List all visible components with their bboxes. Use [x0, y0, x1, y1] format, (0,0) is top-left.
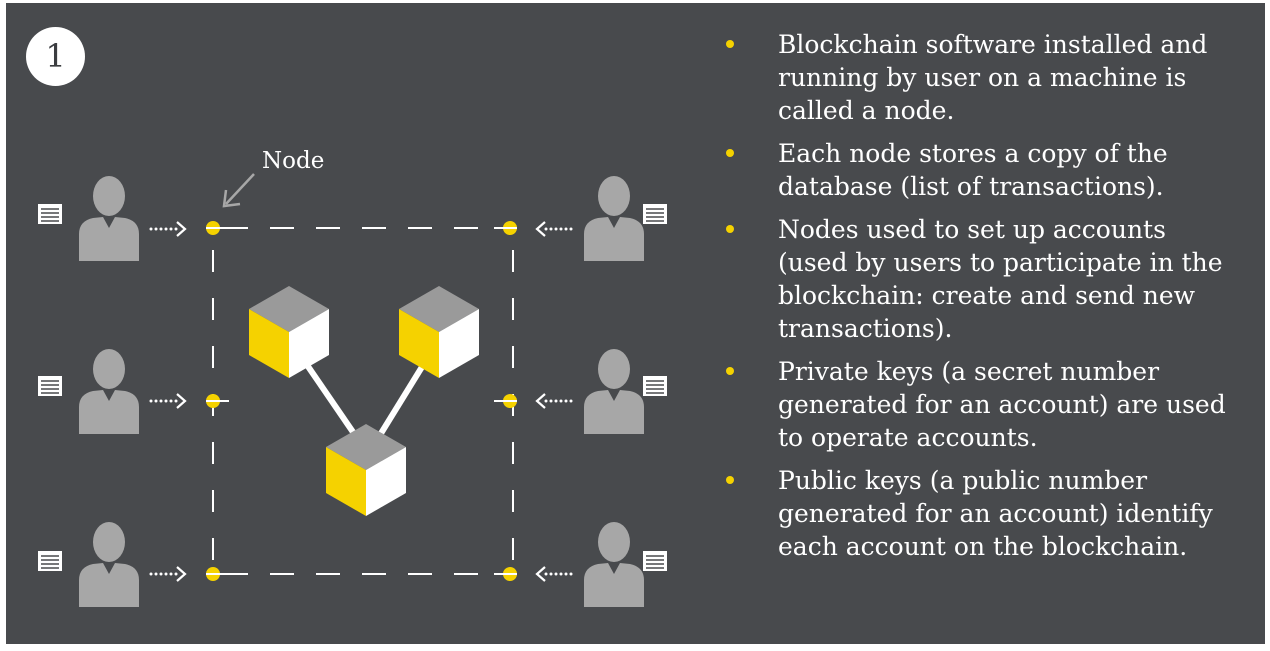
user-left-top — [37, 176, 187, 261]
user-icon — [79, 176, 139, 261]
node-network-diagram: Node — [37, 148, 668, 607]
bullet-line: Nodes used to set up accounts — [778, 215, 1166, 244]
bullet-item: Public keys (a public number generated f… — [720, 464, 1260, 563]
user-icon — [584, 176, 644, 261]
diagram-panel — [6, 3, 1265, 644]
bullet-line: blockchain: create and send new — [778, 281, 1196, 310]
dotted-arrow — [148, 565, 187, 583]
node-label: Node — [262, 148, 324, 174]
bullet-line: each account on the blockchain. — [778, 532, 1188, 561]
user-right-top — [535, 176, 668, 261]
user-left-bottom — [37, 522, 187, 607]
user-icon — [584, 522, 644, 607]
dotted-arrow — [148, 392, 187, 410]
bullet-line: generated for an account) are used — [778, 390, 1226, 419]
bullet-line: Each node stores a copy of the — [778, 139, 1168, 168]
user-icon — [79, 349, 139, 434]
document-icon — [642, 550, 668, 572]
network-frame — [212, 227, 514, 575]
user-left-middle — [37, 349, 187, 434]
bullet-line: Private keys (a secret number — [778, 357, 1160, 386]
bullet-dot-icon — [726, 225, 734, 233]
bullet-line: running by user on a machine is — [778, 63, 1187, 92]
bullet-dot-icon — [726, 367, 734, 375]
bullet-item: Private keys (a secret number generated … — [720, 355, 1260, 454]
bullet-line: generated for an account) identify — [778, 499, 1213, 528]
dotted-arrow — [535, 392, 574, 410]
user-icon — [79, 522, 139, 607]
bullet-line: (used by users to participate in the — [778, 248, 1223, 277]
bullet-dot-icon — [726, 40, 734, 48]
document-icon — [642, 375, 668, 397]
user-icon — [584, 349, 644, 434]
bullet-item: Nodes used to set up accounts (used by u… — [720, 213, 1260, 345]
bullet-line: Public keys (a public number — [778, 466, 1148, 495]
block-cube-left — [249, 286, 329, 378]
bullet-dot-icon — [726, 149, 734, 157]
dotted-arrow — [535, 565, 574, 583]
dotted-arrow — [148, 220, 187, 238]
bullet-line: transactions). — [778, 314, 953, 343]
bullet-dot-icon — [726, 476, 734, 484]
bullet-item: Each node stores a copy of the database … — [720, 137, 1260, 203]
bullet-line: called a node. — [778, 96, 955, 125]
document-icon — [37, 550, 63, 572]
user-right-bottom — [535, 522, 668, 607]
bullet-line: database (list of transactions). — [778, 172, 1164, 201]
block-cube-bottom — [326, 424, 406, 516]
dotted-arrow — [535, 220, 574, 238]
document-icon — [642, 203, 668, 225]
node-dots — [206, 221, 517, 581]
bullet-item: Blockchain software installed and runnin… — [720, 28, 1260, 127]
block-links — [302, 360, 428, 437]
step-number-badge: 1 — [26, 27, 85, 86]
pointer-arrow — [222, 173, 255, 208]
document-icon — [37, 203, 63, 225]
document-icon — [37, 375, 63, 397]
block-cube-right — [399, 286, 479, 378]
bullet-line: Blockchain software installed and — [778, 30, 1208, 59]
bullet-list: Blockchain software installed and runnin… — [720, 28, 1260, 573]
user-right-middle — [535, 349, 668, 434]
bullet-line: to operate accounts. — [778, 423, 1038, 452]
